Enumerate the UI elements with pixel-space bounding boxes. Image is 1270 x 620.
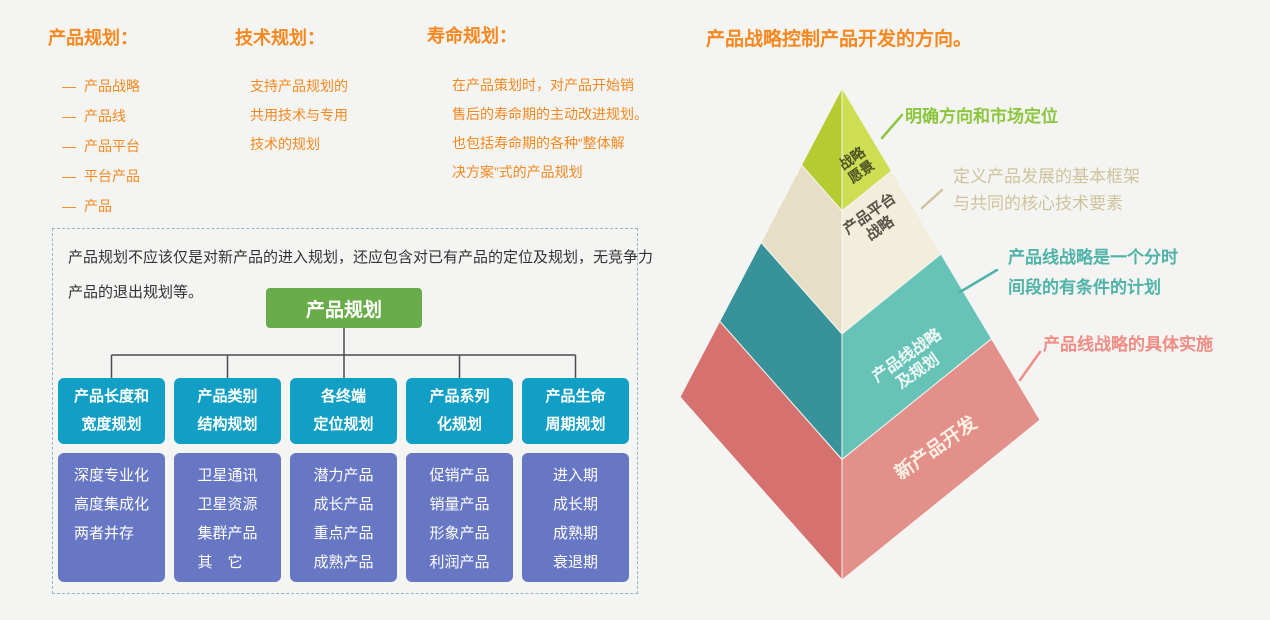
header-line: 产品长度和 [73, 388, 149, 405]
item-line: 集群产品 [197, 525, 258, 542]
list-item: — 产品战略 [62, 71, 140, 101]
pyramid-annotation-3: 产品线战略是一个分时 间段的有条件的计划 [1008, 243, 1178, 303]
annotation-line: 明确方向和市场定位 [905, 107, 1058, 126]
header-line: 各终端 [320, 388, 366, 405]
header-line: 定位规划 [313, 416, 374, 433]
header-line: 化规划 [436, 416, 482, 433]
item-line: 成长期 [552, 496, 598, 513]
planning-column-2-title: 技术规划： [235, 28, 325, 48]
org-items-4: 促销产品 销量产品 形象产品 利润产品 [406, 453, 513, 582]
item-line: 高度集成化 [73, 496, 149, 513]
annotation-line: 定义产品发展的基本框架 [953, 167, 1140, 186]
org-items-3: 潜力产品 成长产品 重点产品 成熟产品 [290, 453, 397, 582]
item-line: 卫星通讯 [197, 467, 258, 484]
pyramid-annotation-1: 明确方向和市场定位 [905, 106, 1058, 128]
dash-bullet: — [62, 168, 76, 184]
note-line: 产品的退出规划等。 [68, 284, 204, 301]
list-item: — 产品线 [62, 101, 140, 131]
item-line: 成熟产品 [313, 554, 374, 571]
item-line: 潜力产品 [313, 467, 374, 484]
list-item-label: 平台产品 [84, 168, 140, 184]
item-line: 成熟期 [552, 525, 598, 542]
connector-lines [110, 328, 577, 379]
org-items-2: 卫星通讯 卫星资源 集群产品 其 它 [174, 453, 281, 582]
item-line: 销量产品 [429, 496, 490, 513]
body-line: 决方案”式的产品规划 [452, 164, 583, 180]
header-line: 产品系列 [429, 388, 490, 405]
item-line: 形象产品 [429, 525, 490, 542]
list-item-label: 产品 [84, 198, 112, 214]
annotation-line: 产品线战略的具体实施 [1043, 335, 1213, 354]
planning-column-2-body: 支持产品规划的 共用技术与专用 技术的规划 [250, 72, 348, 159]
annotation-line: 产品线战略是一个分时 [1008, 248, 1178, 267]
planning-column-3-body: 在产品策划时，对产品开始销 售后的寿命期的主动改进规划。 也包括寿命期的各种“整… [452, 71, 648, 187]
org-items-5: 进入期 成长期 成熟期 衰退期 [522, 453, 629, 582]
item-line: 卫星资源 [197, 496, 258, 513]
pyramid-annotation-4: 产品线战略的具体实施 [1043, 334, 1213, 356]
annotation-leader-3 [958, 268, 999, 294]
item-line: 其 它 [197, 554, 243, 571]
org-items-1: 深度专业化 高度集成化 两者并存 [58, 453, 165, 582]
org-header-4: 产品系列 化规划 [406, 378, 513, 444]
item-line: 重点产品 [313, 525, 374, 542]
planning-column-1-list: — 产品战略 — 产品线 — 产品平台 — 平台产品 — 产品 [62, 71, 140, 221]
body-line: 在产品策划时，对产品开始销 [452, 77, 634, 93]
annotation-leader-2 [920, 188, 944, 210]
item-line: 促销产品 [429, 467, 490, 484]
planning-column-1-title: 产品规划： [48, 28, 138, 48]
pyramid-diagram: 战略 愿景 产品平台 战略 产品线战略 及规划 新产品开发 [679, 86, 1042, 582]
org-header-5: 产品生命 周期规划 [522, 378, 629, 444]
org-chart-panel [52, 228, 638, 594]
dash-bullet: — [62, 108, 76, 124]
header-line: 产品类别 [197, 388, 258, 405]
body-line: 售后的寿命期的主动改进规划。 [452, 106, 648, 122]
org-root-label: 产品规划 [305, 299, 382, 321]
annotation-leader-1 [880, 113, 904, 140]
dash-bullet: — [62, 78, 76, 94]
note-line: 产品规划不应该仅是对新产品的进入规划，还应包含对已有产品的定位及规划，无竞争力 [68, 249, 654, 266]
org-header-1: 产品长度和 宽度规划 [58, 378, 165, 444]
annotation-line: 与共同的核心技术要素 [953, 194, 1123, 213]
org-chart-note: 产品规划不应该仅是对新产品的进入规划，还应包含对已有产品的定位及规划，无竞争力 … [68, 240, 654, 310]
org-root-node: 产品规划 [266, 288, 422, 328]
item-line: 两者并存 [73, 525, 134, 542]
dash-bullet: — [62, 198, 76, 214]
planning-column-3-title: 寿命规划： [427, 26, 517, 46]
item-line: 利润产品 [429, 554, 490, 571]
list-item-label: 产品线 [84, 108, 126, 124]
body-line: 支持产品规划的 [250, 78, 348, 94]
pyramid-title: 产品战略控制产品开发的方向。 [706, 29, 973, 50]
body-line: 共用技术与专用 [250, 107, 348, 123]
body-line: 也包括寿命期的各种“整体解 [452, 135, 625, 151]
list-item: — 产品 [62, 191, 140, 221]
header-line: 产品生命 [545, 388, 606, 405]
list-item-label: 产品平台 [84, 138, 140, 154]
annotation-leader-4 [1018, 350, 1042, 382]
item-line: 深度专业化 [73, 467, 149, 484]
list-item: — 产品平台 [62, 131, 140, 161]
item-line: 衰退期 [552, 554, 598, 571]
header-line: 周期规划 [545, 416, 606, 433]
item-line: 成长产品 [313, 496, 374, 513]
header-line: 结构规划 [197, 416, 258, 433]
org-header-3: 各终端 定位规划 [290, 378, 397, 444]
dash-bullet: — [62, 138, 76, 154]
list-item-label: 产品战略 [84, 78, 140, 94]
list-item: — 平台产品 [62, 161, 140, 191]
item-line: 进入期 [552, 467, 598, 484]
header-line: 宽度规划 [81, 416, 142, 433]
pyramid-level-4-right-face [841, 337, 1041, 582]
pyramid-annotation-2: 定义产品发展的基本框架 与共同的核心技术要素 [953, 163, 1140, 217]
org-header-2: 产品类别 结构规划 [174, 378, 281, 444]
annotation-line: 间段的有条件的计划 [1008, 278, 1161, 297]
body-line: 技术的规划 [250, 136, 320, 152]
